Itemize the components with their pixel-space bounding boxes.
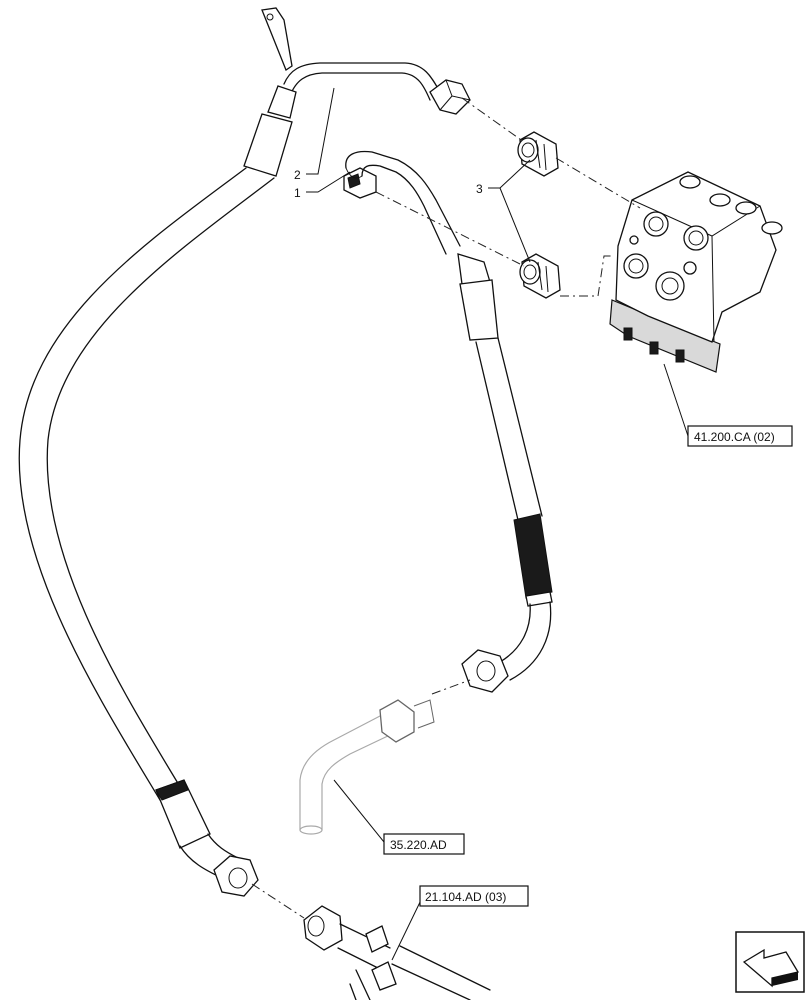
hose-1-top-nut <box>343 167 377 199</box>
reference-tee-fitting[interactable]: 21.104.AD (03) <box>419 885 529 907</box>
arrow-navigation-icon[interactable] <box>735 931 805 993</box>
pipe-fitting-ghost <box>299 699 435 835</box>
hose-2 <box>18 7 471 897</box>
tee-fitting <box>303 905 491 1000</box>
hose-2-top-nut <box>429 79 471 115</box>
assembly-lines <box>251 97 641 919</box>
reference-tee-fitting-text: 21.104.AD (03) <box>425 890 506 904</box>
hose-2-bottom-nut <box>213 855 259 897</box>
steering-unit <box>609 171 783 373</box>
hose-1 <box>343 150 553 693</box>
reference-steering-unit[interactable]: 41.200.CA (02) <box>687 425 793 447</box>
callout-leaders <box>306 87 689 961</box>
adapter-upper <box>517 131 559 177</box>
reference-steering-unit-text: 41.200.CA (02) <box>694 430 775 444</box>
callout-label-2: 2 <box>294 168 301 182</box>
callout-label-1: 1 <box>294 186 301 200</box>
callout-label-3: 3 <box>476 182 483 196</box>
hose-1-bottom-nut <box>461 649 509 693</box>
reference-pipe-fitting[interactable]: 35.220.AD <box>383 833 465 855</box>
adapter-lower <box>519 253 561 299</box>
reference-pipe-fitting-text: 35.220.AD <box>390 838 447 852</box>
